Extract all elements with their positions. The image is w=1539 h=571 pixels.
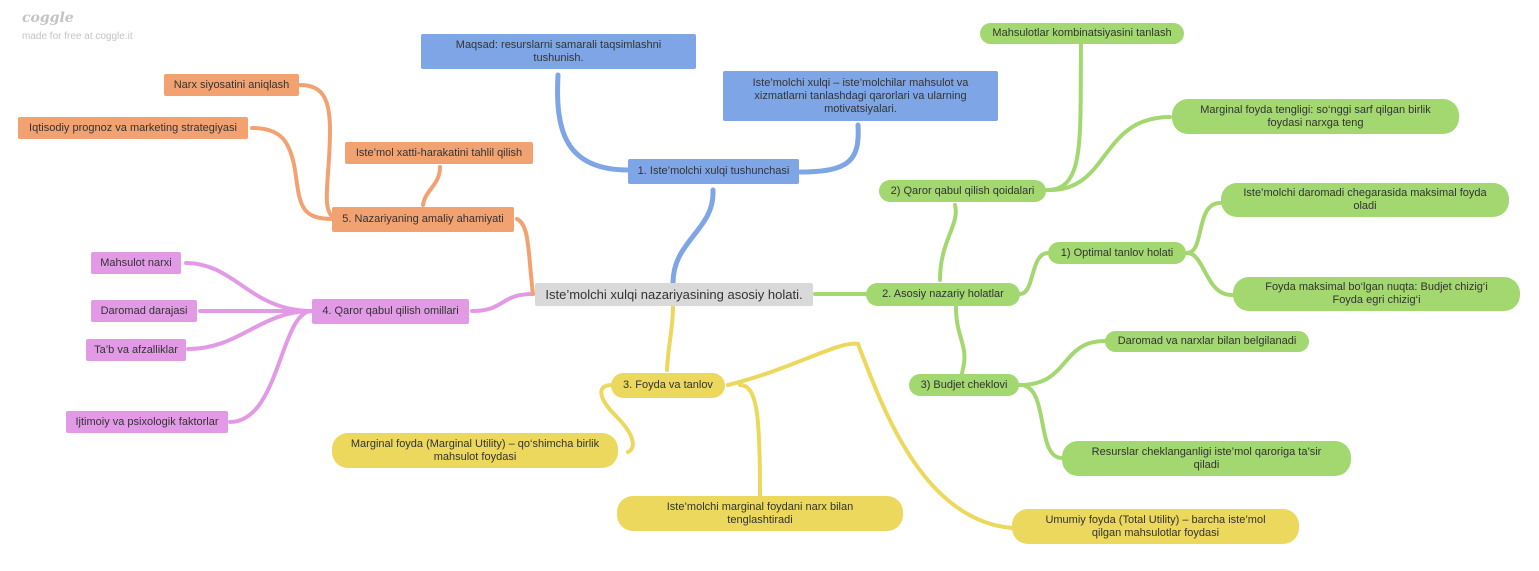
link-budget-a [1018,339,1107,387]
link-rules-a [1045,43,1083,192]
link-orange-analysis [421,165,442,207]
link-center-blue [670,187,716,286]
link-center-orange [515,217,535,296]
node-consumer-behavior-concept[interactable]: 1. Iste’molchi xulqi tushunchasi [628,159,799,184]
node-factor-income[interactable]: Daromad darajasi [91,300,197,322]
node-budget-b[interactable]: Resurslar cheklanganligi iste’mol qarori… [1062,441,1351,476]
node-equalize-price[interactable]: Iste’molchi marginal foydani narx bilan … [617,496,903,531]
link-pink-social [228,309,314,424]
link-pink-price [184,261,314,313]
node-optimal-b[interactable]: Foyda maksimal bo‘lgan nuqta: Budjet chi… [1233,277,1520,311]
link-center-pink [470,292,535,313]
node-rules-a[interactable]: Mahsulotlar kombinatsiyasini tanlash [980,23,1184,44]
node-goal[interactable]: Maqsad: resurslarni samarali taqsimlashn… [421,34,696,69]
link-center-yellow [665,304,675,372]
node-factor-taste[interactable]: Ta’b va afzalliklar [86,339,186,361]
node-economic-forecast[interactable]: Iqtisodiy prognoz va marketing strategiy… [18,117,248,139]
link-green-rules [938,203,958,282]
link-optimal-b [1185,251,1234,297]
link-budget-b [1018,383,1064,460]
link-yellow-marginal [599,383,635,454]
node-factor-social[interactable]: Ijtimoiy va psixologik faktorlar [66,411,228,433]
link-orange-forecast [250,126,335,221]
node-budget-constraint[interactable]: 3) Budjet cheklovi [909,374,1019,396]
link-yellow-total [726,341,1014,530]
link-pink-taste [186,309,314,351]
node-decision-rules[interactable]: 2) Qaror qabul qilish qoidalari [879,180,1046,202]
link-blue-goal [555,72,631,173]
link-optimal-a [1185,201,1222,255]
coggle-watermark: coggle made for free at coggle.it [22,10,133,42]
node-pricing-policy[interactable]: Narx siyosatini aniqlash [164,74,299,96]
link-green-budget [954,305,967,375]
node-practical-significance[interactable]: 5. Nazariyaning amaliy ahamiyati [332,207,514,232]
link-rules-b [1048,115,1172,192]
node-decision-factors[interactable]: 4. Qaror qabul qilish omillari [312,299,469,324]
node-marginal-utility[interactable]: Marginal foyda (Marginal Utility) – qo‘s… [332,433,618,468]
node-definition[interactable]: Iste’molchi xulqi – iste’molchilar mahsu… [723,71,998,121]
link-yellow-equalize [738,383,762,497]
center-node[interactable]: Iste’molchi xulqi nazariyasining asosiy … [535,283,813,306]
node-main-theoretical-states[interactable]: 2. Asosiy nazariy holatlar [866,283,1020,306]
link-orange-pricing [298,83,337,221]
node-optimal-a[interactable]: Iste’molchi daromadi chegarasida maksima… [1221,183,1509,217]
node-behavior-analysis[interactable]: Iste’mol xatti-harakatini tahlil qilish [345,142,533,164]
node-budget-a[interactable]: Daromad va narxlar bilan belgilanadi [1105,331,1309,352]
link-blue-definition [797,122,861,175]
coggle-logo: coggle [22,10,74,26]
node-factor-price[interactable]: Mahsulot narxi [91,252,181,274]
link-green-optimal [1018,251,1050,296]
node-total-utility[interactable]: Umumiy foyda (Total Utility) – barcha is… [1012,509,1299,544]
node-optimal-choice[interactable]: 1) Optimal tanlov holati [1048,242,1186,264]
node-utility-and-choice[interactable]: 3. Foyda va tanlov [611,373,725,398]
coggle-tagline: made for free at coggle.it [22,31,133,42]
node-rules-b[interactable]: Marginal foyda tengligi: so‘nggi sarf qi… [1172,99,1459,134]
